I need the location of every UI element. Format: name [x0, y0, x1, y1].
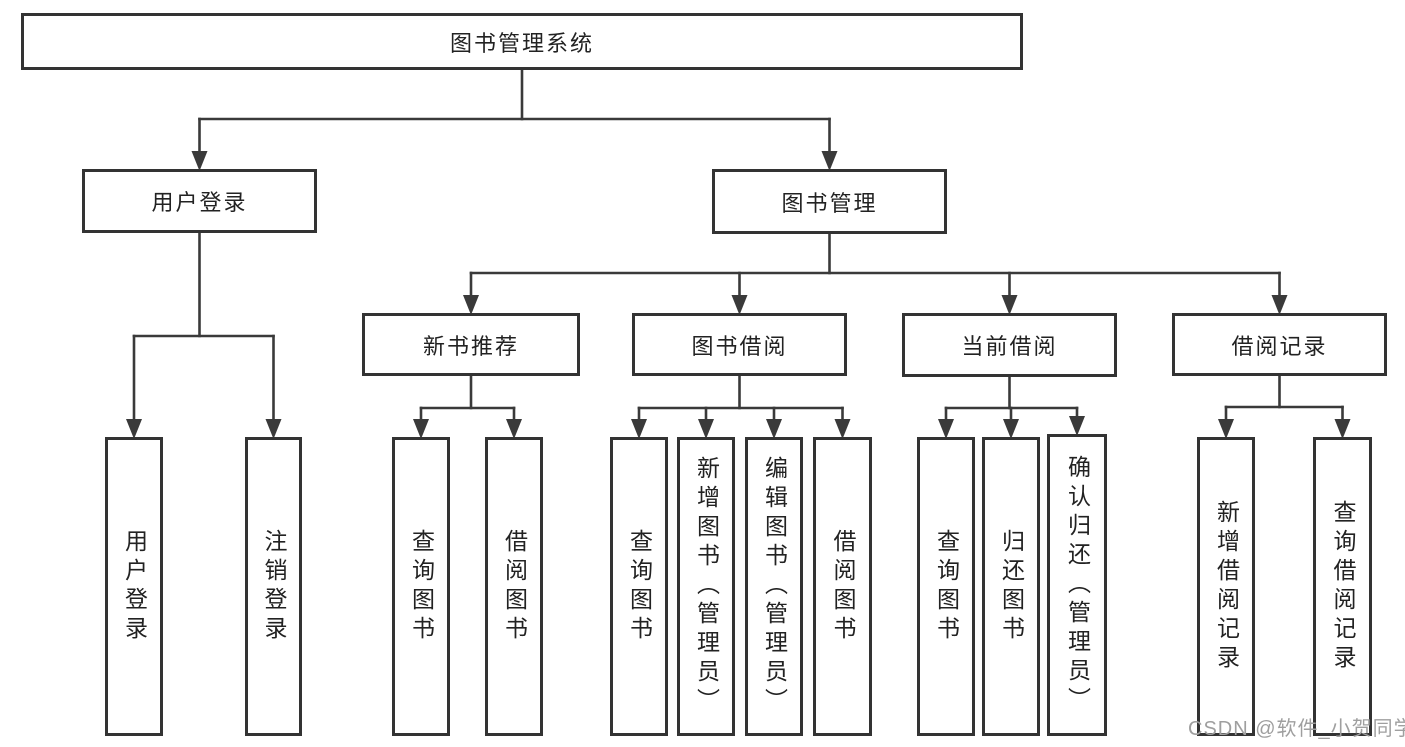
- node-book-mgmt: 图书管理: [712, 169, 947, 234]
- node-label: 用户登录: [151, 190, 248, 215]
- node-label: 查询借阅记录: [1330, 499, 1356, 674]
- node-label: 当前借阅: [961, 334, 1058, 359]
- node-new-book-rec: 新书推荐: [362, 313, 580, 376]
- node-query-borrow-record: 查询借阅记录: [1313, 437, 1372, 736]
- node-label: 新增图书（管理员）: [693, 456, 720, 717]
- node-label: 借阅图书: [501, 528, 528, 645]
- node-label: 用户登录: [121, 528, 148, 645]
- node-label: 图书管理: [781, 190, 878, 216]
- node-query-book-2: 查询图书: [610, 437, 668, 736]
- node-query-book-1: 查询图书: [392, 437, 450, 736]
- csdn-watermark: CSDN @软件_小贺同学: [1188, 718, 1405, 740]
- node-add-book: 新增图书（管理员）: [677, 437, 735, 736]
- node-label: 查询图书: [626, 528, 653, 645]
- node-edit-book: 编辑图书（管理员）: [745, 437, 803, 736]
- node-label: 归还图书: [998, 528, 1025, 645]
- node-borrow-records: 借阅记录: [1172, 313, 1387, 376]
- node-label: 借阅图书: [830, 528, 856, 645]
- node-return-book: 归还图书: [982, 437, 1040, 736]
- node-current-borrow: 当前借阅: [902, 313, 1117, 377]
- node-label: 新增借阅记录: [1213, 499, 1240, 674]
- node-login: 用户登录: [105, 437, 163, 736]
- node-label: 注销登录: [261, 528, 287, 645]
- node-confirm-return: 确认归还（管理员）: [1047, 434, 1107, 736]
- node-root: 图书管理系统: [21, 13, 1023, 70]
- node-label: 借阅记录: [1231, 333, 1328, 359]
- node-label: 编辑图书（管理员）: [761, 456, 788, 717]
- node-borrow-book-1: 借阅图书: [485, 437, 543, 736]
- node-book-borrow: 图书借阅: [632, 313, 847, 376]
- node-label: 查询图书: [408, 528, 435, 645]
- node-label: 查询图书: [933, 528, 960, 645]
- node-borrow-book-2: 借阅图书: [813, 437, 872, 736]
- node-logout: 注销登录: [245, 437, 302, 736]
- node-add-borrow-record: 新增借阅记录: [1197, 437, 1255, 736]
- node-query-book-3: 查询图书: [917, 437, 975, 736]
- node-label: 图书借阅: [691, 333, 788, 359]
- node-user-login: 用户登录: [82, 169, 317, 233]
- node-label: 图书管理系统: [449, 30, 594, 56]
- node-label: 新书推荐: [422, 333, 519, 359]
- node-label: 确认归还（管理员）: [1064, 454, 1091, 716]
